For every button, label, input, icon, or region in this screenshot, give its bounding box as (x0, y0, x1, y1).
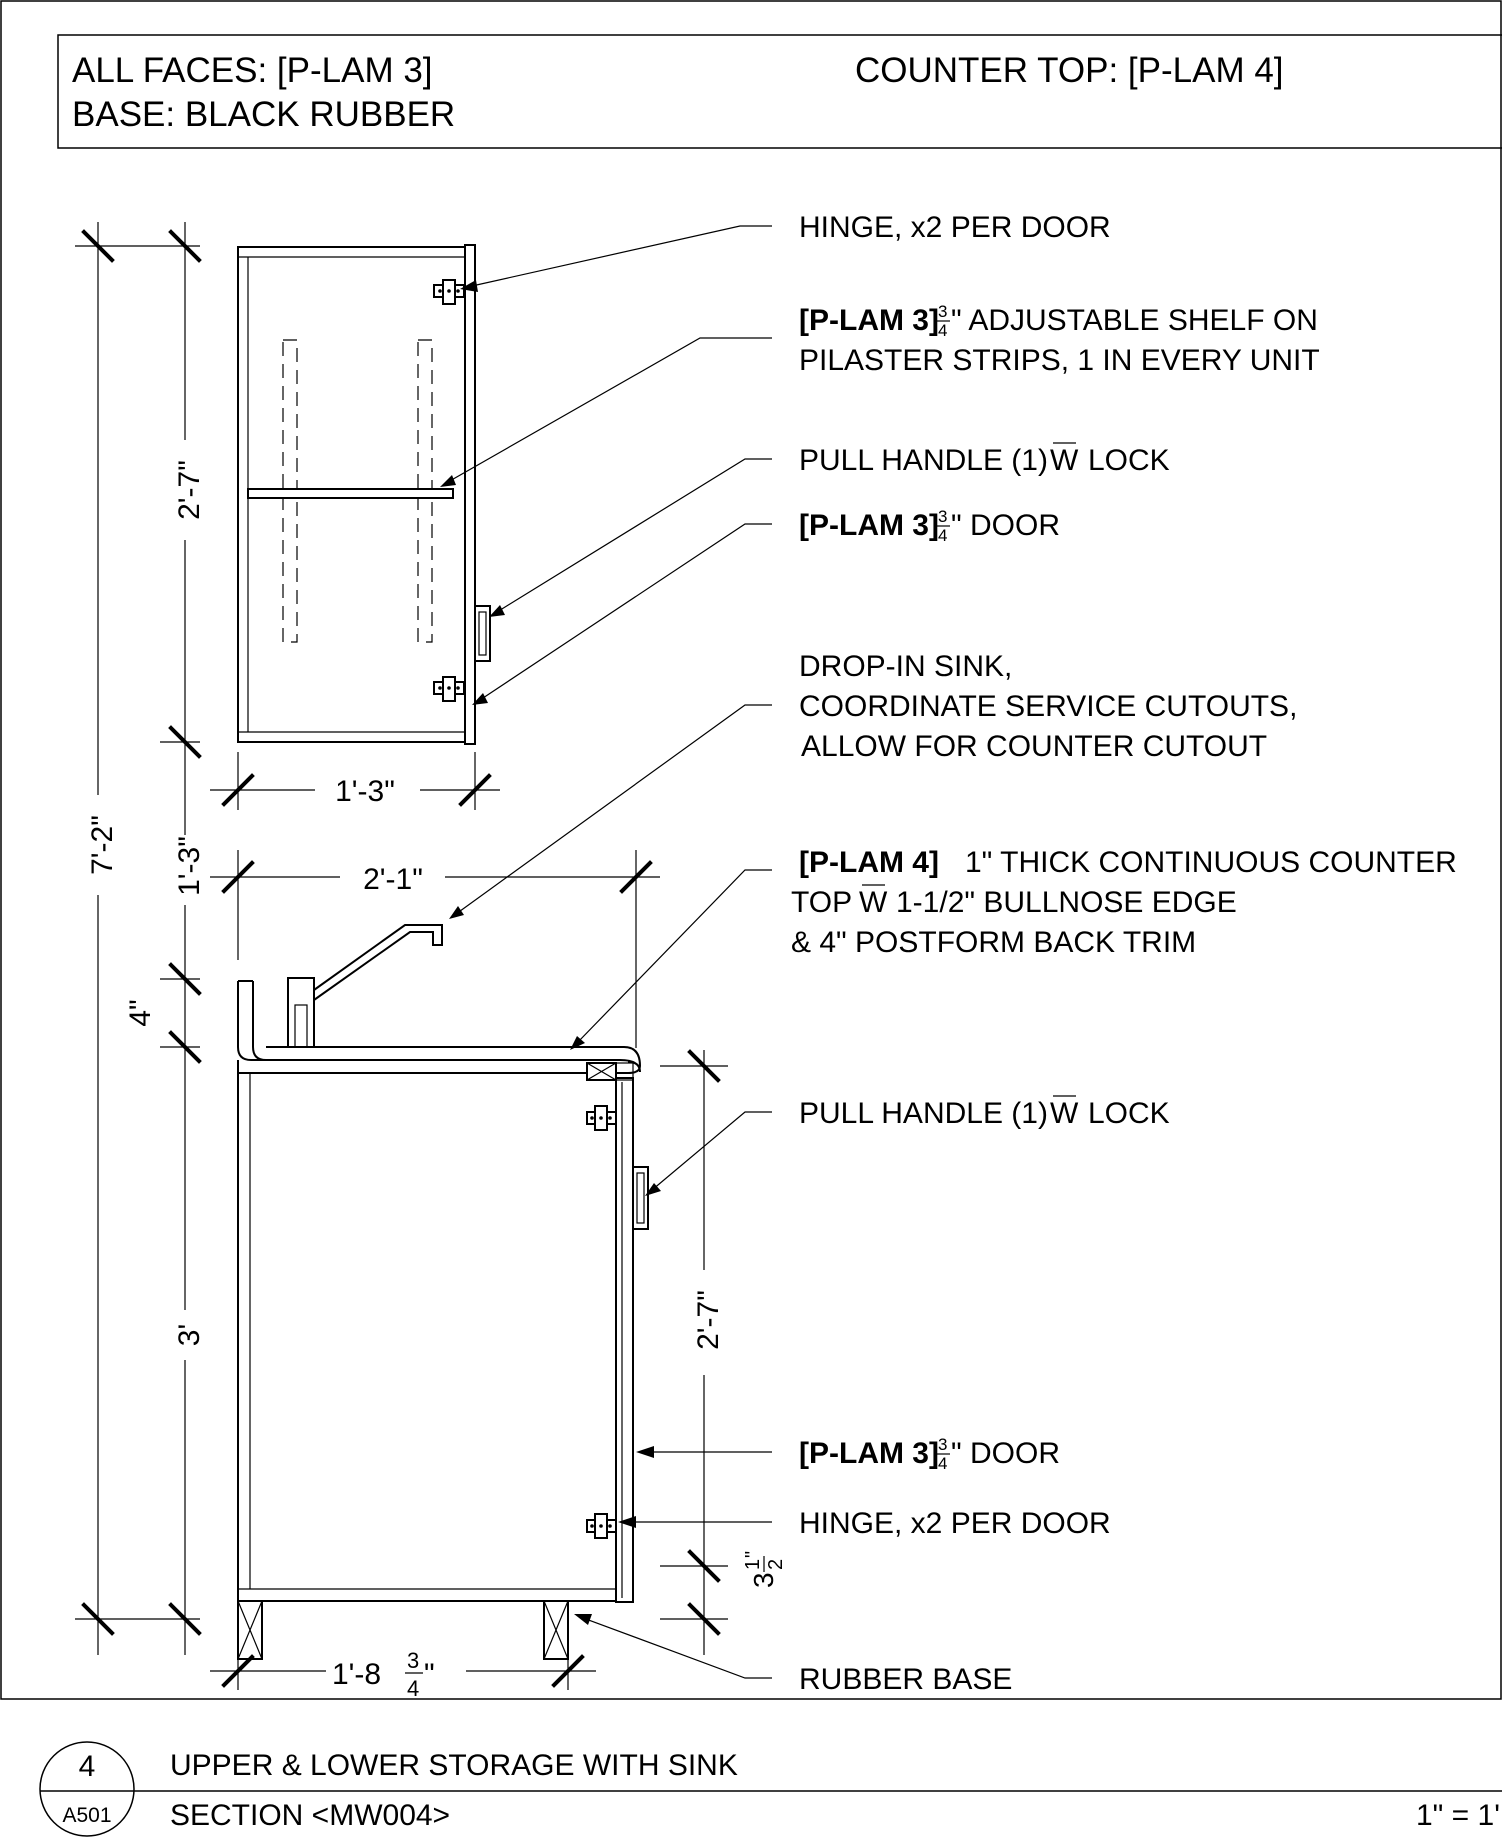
countertop (237, 1046, 642, 1074)
note-hinge-lower: HINGE, x2 PER DOOR (799, 1507, 1111, 1540)
svg-text:3: 3 (938, 302, 947, 321)
svg-text:": " (424, 1658, 435, 1691)
note-rubber-base: RUBBER BASE (799, 1663, 1012, 1696)
svg-text:COORDINATE SERVICE CUTOUTS,: COORDINATE SERVICE CUTOUTS, (799, 690, 1297, 723)
detail-title: UPPER & LOWER STORAGE WITH SINK (170, 1749, 738, 1782)
svg-text:LOCK: LOCK (1088, 1097, 1170, 1130)
svg-text:4: 4 (938, 526, 947, 545)
note-door-lower: [P-LAM 3] 3 4 " DOOR (799, 1435, 1060, 1473)
hinge-lower-bottom (586, 1513, 617, 1539)
svg-text:3: 3 (938, 1435, 947, 1454)
svg-text:[P-LAM 3]: [P-LAM 3] (799, 509, 939, 542)
svg-text:[P-LAM 4]: [P-LAM 4] (799, 846, 939, 879)
detail-number: 4 (79, 1750, 96, 1783)
svg-text:" ADJUSTABLE SHELF ON: " ADJUSTABLE SHELF ON (951, 304, 1318, 337)
note-counter-top: [P-LAM 4] 1" THICK CONTINUOUS COUNTER TO… (791, 846, 1457, 959)
svg-text:1: 1 (742, 1559, 764, 1570)
rubber-base-left (237, 1600, 263, 1660)
adjustable-shelf (247, 488, 454, 499)
faucet-body (287, 977, 315, 1048)
lower-pull-handle (632, 1166, 649, 1230)
dim-backsplash: 4" (124, 999, 157, 1026)
svg-text:DROP-IN SINK,: DROP-IN SINK, (799, 650, 1012, 683)
svg-text:TOP: TOP (791, 886, 852, 919)
upper-cabinet (237, 244, 491, 745)
svg-text:" DOOR: " DOOR (951, 1437, 1060, 1470)
faucet-spout (313, 924, 443, 1001)
sheet-number: A501 (62, 1804, 111, 1827)
lower-door (615, 1077, 634, 1603)
leader-lines (440, 225, 772, 1679)
svg-text:& 4" POSTFORM BACK TRIM: & 4" POSTFORM BACK TRIM (791, 926, 1196, 959)
rubber-base-right (543, 1600, 569, 1660)
detail-title-block: 4 A501 UPPER & LOWER STORAGE WITH SINK S… (39, 1741, 1502, 1837)
svg-text:[P-LAM 3]: [P-LAM 3] (799, 304, 939, 337)
detail-subtitle: SECTION <MW004> (170, 1799, 450, 1832)
legend-base: BASE: BLACK RUBBER (72, 95, 455, 134)
dim-lower-door-height: 2'-7" (692, 1290, 725, 1350)
dim-upper-width: 1'-3" (335, 775, 395, 808)
svg-text:ALLOW FOR COUNTER CUTOUT: ALLOW FOR COUNTER CUTOUT (801, 730, 1267, 763)
note-hinge-upper: HINGE, x2 PER DOOR (799, 211, 1111, 244)
svg-text:[P-LAM 3]: [P-LAM 3] (799, 1437, 939, 1470)
svg-text:" DOOR: " DOOR (951, 509, 1060, 542)
svg-text:4: 4 (407, 1676, 419, 1701)
svg-text:1'-8: 1'-8 (332, 1658, 381, 1691)
note-pull-handle-upper: PULL HANDLE (1) W LOCK (799, 442, 1170, 477)
svg-text:4: 4 (938, 321, 947, 340)
postform-backsplash (237, 981, 641, 1073)
svg-text:2: 2 (765, 1559, 787, 1570)
legend-counter-top: COUNTER TOP: [P-LAM 4] (855, 51, 1284, 90)
svg-text:PULL HANDLE (1): PULL HANDLE (1) (799, 1097, 1048, 1130)
note-adjustable-shelf: [P-LAM 3] 3 4 " ADJUSTABLE SHELF ON PILA… (799, 302, 1320, 377)
hinge-lower-top (586, 1105, 617, 1131)
lower-cabinet-outline (237, 1072, 617, 1602)
hinge-upper-top (433, 279, 465, 305)
note-door-upper: [P-LAM 3] 3 4 " DOOR (799, 507, 1060, 545)
svg-text:W: W (1050, 1097, 1079, 1130)
detail-scale: 1" = 1' (1416, 1799, 1500, 1832)
svg-text:3: 3 (407, 1648, 419, 1673)
note-pull-handle-lower: PULL HANDLE (1) W LOCK (799, 1095, 1170, 1130)
dim-overall-height: 7'-2" (86, 815, 119, 875)
svg-text:PULL HANDLE (1): PULL HANDLE (1) (799, 444, 1048, 477)
sheet-border (0, 0, 1502, 1700)
upper-pull-handle (474, 605, 491, 662)
dim-lower-height: 3' (173, 1324, 206, 1346)
dim-base-height: 3 1 2 " (742, 1551, 787, 1588)
detail-bubble (39, 1741, 135, 1837)
upper-door (464, 244, 476, 745)
svg-text:W: W (859, 886, 888, 919)
svg-text:3: 3 (938, 507, 947, 526)
dim-gap: 1'-3" (173, 836, 206, 896)
dim-lower-depth: 1'-8 3 4 " (332, 1648, 435, 1701)
dim-faucet-span: 2'-1" (363, 863, 423, 896)
svg-text:1" THICK CONTINUOUS COUNTER: 1" THICK CONTINUOUS COUNTER (965, 846, 1457, 879)
dim-upper-height: 2'-7" (173, 460, 206, 520)
svg-text:LOCK: LOCK (1088, 444, 1170, 477)
note-drop-in-sink: DROP-IN SINK, COORDINATE SERVICE CUTOUTS… (799, 650, 1297, 763)
legend-all-faces: ALL FACES: [P-LAM 3] (72, 51, 433, 90)
lower-cabinet (237, 924, 649, 1660)
svg-text:1-1/2" BULLNOSE EDGE: 1-1/2" BULLNOSE EDGE (896, 886, 1237, 919)
svg-text:": " (742, 1551, 764, 1558)
svg-text:PILASTER STRIPS, 1 IN EVERY UN: PILASTER STRIPS, 1 IN EVERY UNIT (799, 344, 1320, 377)
svg-text:4: 4 (938, 1454, 947, 1473)
svg-text:W: W (1050, 444, 1079, 477)
hinge-upper-bottom (433, 676, 465, 702)
finish-legend-box (57, 34, 1502, 149)
svg-text:3: 3 (748, 1572, 779, 1588)
